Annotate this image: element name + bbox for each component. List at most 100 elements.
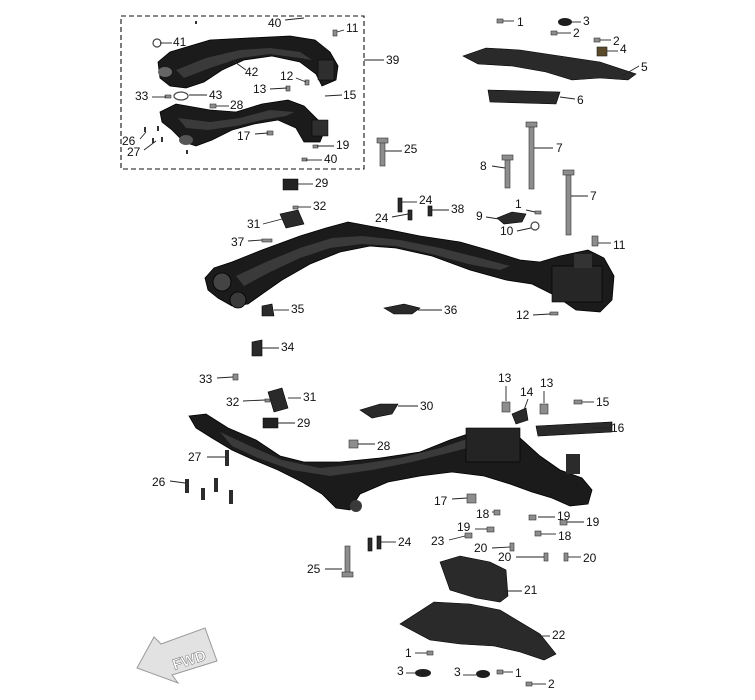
leader-lines: [139, 17, 640, 685]
bolt-25-low-head-icon: [341, 571, 354, 578]
bolt-7b-head-icon: [562, 169, 575, 176]
bolts-26-27-low-icon: [185, 450, 233, 504]
callout-number: 19: [586, 515, 600, 529]
bolt-1d-icon: [496, 669, 504, 675]
cover-21: [439, 555, 509, 603]
leader-line: [269, 87, 288, 90]
callout-number: 2: [613, 34, 620, 48]
callout-number: 33: [135, 89, 149, 103]
bolt-20b-icon: [543, 552, 549, 562]
callout-number: 29: [315, 176, 329, 190]
callout-number: 43: [209, 88, 223, 102]
bracket-34: [251, 339, 263, 357]
callout-number: 17: [237, 129, 251, 143]
bracket-5: [462, 47, 637, 81]
callout-number: 2: [548, 677, 555, 691]
bolt-12-mid-icon: [549, 311, 559, 316]
callout-number: 16: [611, 421, 625, 435]
bolt-15-low-icon: [573, 399, 583, 405]
leader-line: [448, 535, 466, 541]
inset-upper-frame: [157, 35, 339, 89]
callout-number: 40: [268, 16, 282, 30]
callout-number: 11: [346, 21, 359, 35]
plate-16: [535, 421, 613, 437]
bolt-25-low-icon: [344, 545, 351, 575]
leader-line: [621, 65, 640, 77]
bolt-7b-icon: [565, 172, 572, 236]
clip-10-icon: [530, 221, 540, 231]
leader-line: [525, 209, 536, 213]
bolt-11-icon: [332, 29, 338, 37]
leader-line: [532, 313, 551, 316]
leader-line: [559, 96, 576, 100]
callout-number: 31: [303, 390, 317, 404]
callout-number: 24: [398, 535, 412, 549]
bolt-25-top-head-icon: [376, 137, 389, 144]
leader-line: [391, 213, 409, 218]
leader-line: [284, 17, 305, 21]
leader-line: [216, 376, 234, 379]
bracket-14: [511, 407, 529, 425]
callout-number: 37: [231, 235, 245, 249]
bolt-2-top-icon: [550, 30, 558, 36]
bolt-28-low-icon: [348, 439, 359, 449]
callout-number: 29: [297, 416, 311, 430]
bolt-1-top-icon: [496, 18, 504, 24]
callout-number: 36: [444, 303, 458, 317]
leader-line: [516, 227, 532, 232]
leader-line: [451, 497, 468, 500]
bolt-23-icon: [464, 532, 473, 539]
bracket-30: [359, 403, 399, 419]
callout-number: 28: [377, 439, 391, 453]
nut-3c-icon: [476, 670, 490, 678]
callout-number: 4: [620, 42, 627, 56]
bolt-19d-icon: [559, 519, 568, 526]
fwd-arrow-icon: FWD: [136, 627, 218, 685]
bolt-1c-icon: [426, 650, 434, 656]
callout-number: 21: [524, 583, 538, 597]
bolt-8-head-icon: [501, 154, 514, 161]
leader-line: [262, 218, 283, 225]
bracket-35: [261, 303, 275, 317]
bolt-12-icon: [304, 79, 310, 86]
callout-number: 1: [405, 646, 412, 660]
callout-number: 34: [281, 340, 295, 354]
bushing-4-icon: [596, 46, 608, 57]
leader-line: [491, 165, 506, 169]
bolt-32-low-icon: [264, 398, 271, 403]
callout-number: 25: [307, 562, 321, 576]
leader-line: [485, 216, 500, 220]
bolt-32-mid-icon: [292, 205, 299, 210]
callout-number: 35: [291, 302, 305, 316]
callout-number: 13: [540, 376, 554, 390]
callout-number: 13: [498, 371, 512, 385]
bolt-2c-icon: [525, 681, 533, 687]
callout-number: 12: [516, 308, 530, 322]
bolt-28-icon: [209, 103, 217, 109]
callout-number: 15: [343, 88, 357, 102]
callout-number: 1: [517, 15, 524, 29]
bushing-17-low-icon: [466, 493, 477, 504]
bolt-7a-head-icon: [525, 121, 538, 128]
bolt-19c-icon: [486, 526, 495, 533]
leader-line: [491, 546, 511, 549]
callout-number: 32: [226, 395, 240, 409]
callout-number: 26: [122, 134, 136, 148]
callout-number: 9: [476, 209, 483, 223]
bolts-26-27-icon: [144, 21, 197, 154]
callout-number: 42: [245, 65, 259, 79]
callout-number: 19: [457, 520, 471, 534]
callout-number: 18: [558, 529, 572, 543]
bolt-18b-icon: [534, 530, 542, 537]
bolt-13b-icon: [501, 401, 511, 413]
bolt-7a-icon: [528, 123, 535, 190]
skid-plate-22: [399, 601, 557, 661]
callout-number: 2: [573, 26, 580, 40]
callout-number: 14: [520, 385, 534, 399]
bolt-8-icon: [504, 157, 511, 189]
callout-number: 38: [451, 202, 465, 216]
bracket-31-low: [267, 387, 289, 413]
callout-number: 18: [476, 507, 490, 521]
